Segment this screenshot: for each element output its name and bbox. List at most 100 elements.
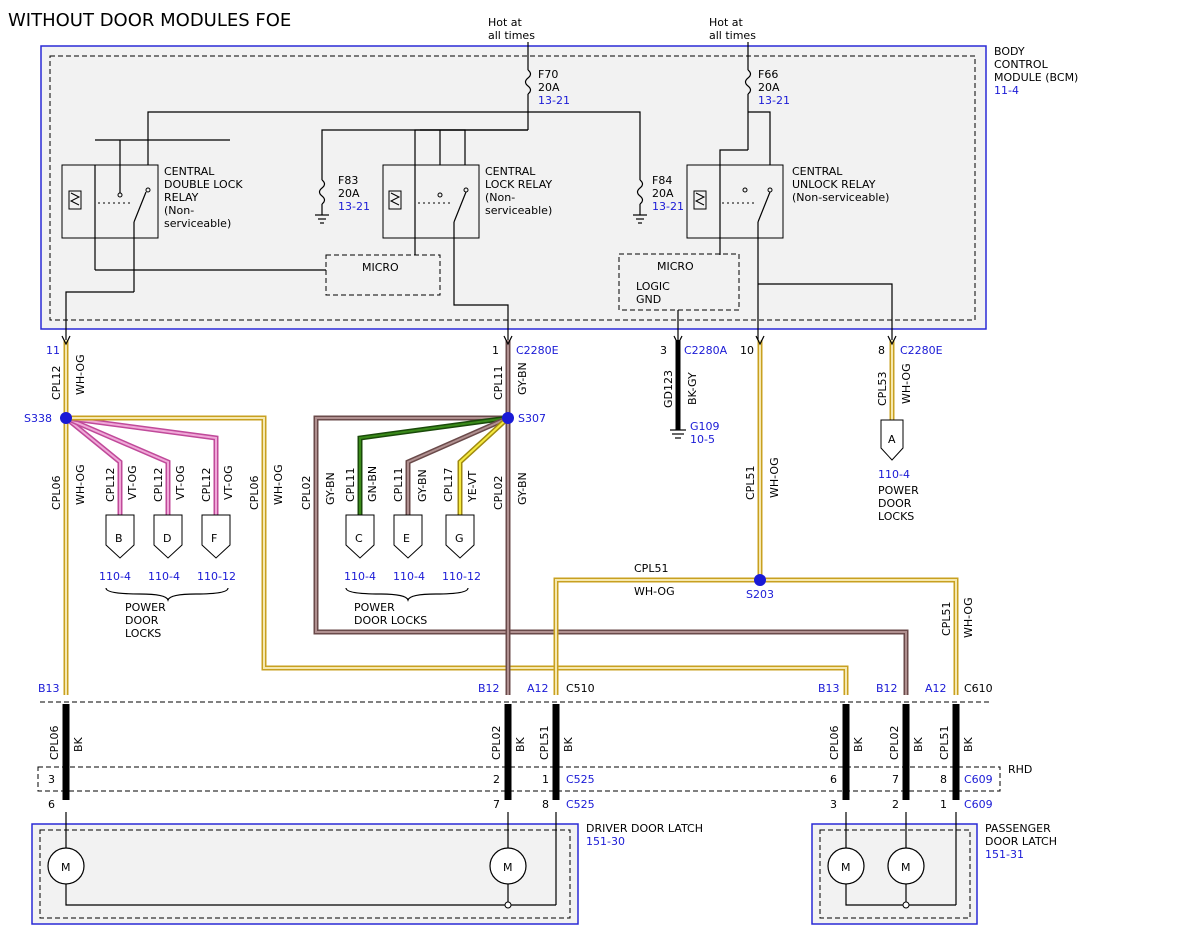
svg-text:A: A [888,433,896,446]
svg-text:serviceable): serviceable) [164,217,231,230]
svg-text:B12: B12 [876,682,898,695]
svg-text:VT-OG: VT-OG [126,465,139,500]
svg-text:F70: F70 [538,68,558,81]
svg-text:GND: GND [636,293,661,306]
svg-text:CPL02: CPL02 [492,476,505,510]
svg-text:YE-VT: YE-VT [466,470,479,503]
brace-pdl-2 [345,587,469,602]
connector-f: F 110-12 [197,514,236,583]
svg-text:GY-BN: GY-BN [324,472,337,505]
svg-text:WH-OG: WH-OG [900,363,913,404]
fuse-f66-label: F66 20A 13-21 [758,68,790,107]
svg-text:GN-BN: GN-BN [366,466,379,502]
svg-text:CPL11: CPL11 [492,366,505,400]
svg-text:WH-OG: WH-OG [962,597,975,638]
svg-text:CONTROL: CONTROL [994,58,1049,71]
wire-cpl53: CPL53 WH-OG A 110-4 POWER DOOR LOCKS [876,340,919,523]
svg-text:C2280E: C2280E [900,344,943,357]
svg-text:CPL51: CPL51 [538,726,551,760]
motor-driver-1: M [47,847,85,885]
svg-text:POWER: POWER [354,601,395,614]
svg-text:CPL11: CPL11 [344,468,357,502]
svg-text:GY-BN: GY-BN [416,469,429,502]
pdl-label-2: POWER DOOR LOCKS [354,601,427,627]
fuse-f70-label: F70 20A 13-21 [538,68,570,107]
svg-text:VT-OG: VT-OG [222,465,235,500]
svg-text:G109: G109 [690,420,720,433]
svg-text:BODY: BODY [994,45,1025,58]
bcm-pins: 11 1 C2280E 3 C2280A 10 8 C2280E [46,344,943,357]
svg-text:VT-OG: VT-OG [174,465,187,500]
svg-text:WH-OG: WH-OG [272,464,285,505]
svg-text:B13: B13 [38,682,60,695]
svg-text:1: 1 [940,798,947,811]
svg-text:POWER: POWER [878,484,919,497]
passenger-latch-label: PASSENGER DOOR LATCH 151-31 [985,822,1057,861]
svg-text:RELAY: RELAY [164,191,199,204]
svg-text:DOOR: DOOR [125,614,159,627]
svg-text:BK: BK [562,736,575,752]
svg-text:WH-OG: WH-OG [74,354,87,395]
splice-s338-label: S338 [24,412,52,425]
svg-text:CPL12: CPL12 [50,366,63,400]
bcm-terminals [61,335,897,346]
power-label-2: Hot at all times [709,16,756,42]
svg-text:C609: C609 [964,798,993,811]
svg-text:CPL02: CPL02 [490,726,503,760]
svg-text:A12: A12 [925,682,947,695]
svg-text:CPL12: CPL12 [200,468,213,502]
wire-cpl11-bcm: CPL11 GY-BN [492,340,529,418]
svg-text:151-30: 151-30 [586,835,625,848]
svg-text:110-4: 110-4 [344,570,376,583]
bcm-inner-dashed [49,55,976,321]
svg-text:POWER: POWER [125,601,166,614]
connector-c: C 110-4 [344,514,376,583]
svg-text:110-4: 110-4 [148,570,180,583]
svg-text:20A: 20A [338,187,360,200]
svg-text:1: 1 [542,773,549,786]
driver-door-latch [31,812,579,925]
svg-text:C609: C609 [964,773,993,786]
svg-text:11-4: 11-4 [994,84,1019,97]
svg-text:GD123: GD123 [662,370,675,408]
svg-text:WH-OG: WH-OG [634,585,675,598]
wire-cpl12-bcm: CPL12 WH-OG [50,340,87,418]
svg-text:BK-GY: BK-GY [686,372,699,405]
svg-text:E: E [403,532,410,545]
splice-s203 [754,574,766,586]
svg-text:DOOR LOCKS: DOOR LOCKS [354,614,427,627]
svg-text:(Non-: (Non- [485,191,515,204]
svg-text:BK: BK [852,736,865,752]
wire-cpl51-bcm: CPL51 WH-OG [744,340,781,580]
svg-text:LOCKS: LOCKS [125,627,161,640]
svg-text:C510: C510 [566,682,595,695]
svg-text:DOOR: DOOR [878,497,912,510]
svg-text:Hot at: Hot at [709,16,744,29]
svg-text:CPL12: CPL12 [152,468,165,502]
svg-text:151-31: 151-31 [985,848,1024,861]
svg-text:GY-BN: GY-BN [516,472,529,505]
svg-text:110-4: 110-4 [393,570,425,583]
svg-text:CPL53: CPL53 [876,372,889,406]
svg-text:8: 8 [940,773,947,786]
splice-s307 [502,412,514,424]
svg-text:S203: S203 [746,588,774,601]
svg-text:2: 2 [892,798,899,811]
svg-text:3: 3 [660,344,667,357]
rhd-row-lower: 6 7 8 C525 3 2 1 C609 [48,798,993,811]
svg-text:20A: 20A [758,81,780,94]
svg-text:LOCK RELAY: LOCK RELAY [485,178,552,191]
svg-text:CENTRAL: CENTRAL [792,165,843,178]
wire-gd123: GD123 BK-GY G109 10-5 [662,340,720,446]
svg-text:PASSENGER: PASSENGER [985,822,1051,835]
svg-text:6: 6 [48,798,55,811]
connector-c510-row: B13 B12 A12 C510 B13 B12 A12 C610 [38,682,993,703]
svg-text:CPL02: CPL02 [300,476,313,510]
svg-text:C525: C525 [566,798,595,811]
motor-passenger-2: M [887,847,925,885]
relay-double-lock: CENTRAL DOUBLE LOCK RELAY (Non- servicea… [61,164,326,292]
svg-text:20A: 20A [538,81,560,94]
svg-text:7: 7 [892,773,899,786]
svg-text:BK: BK [514,736,527,752]
